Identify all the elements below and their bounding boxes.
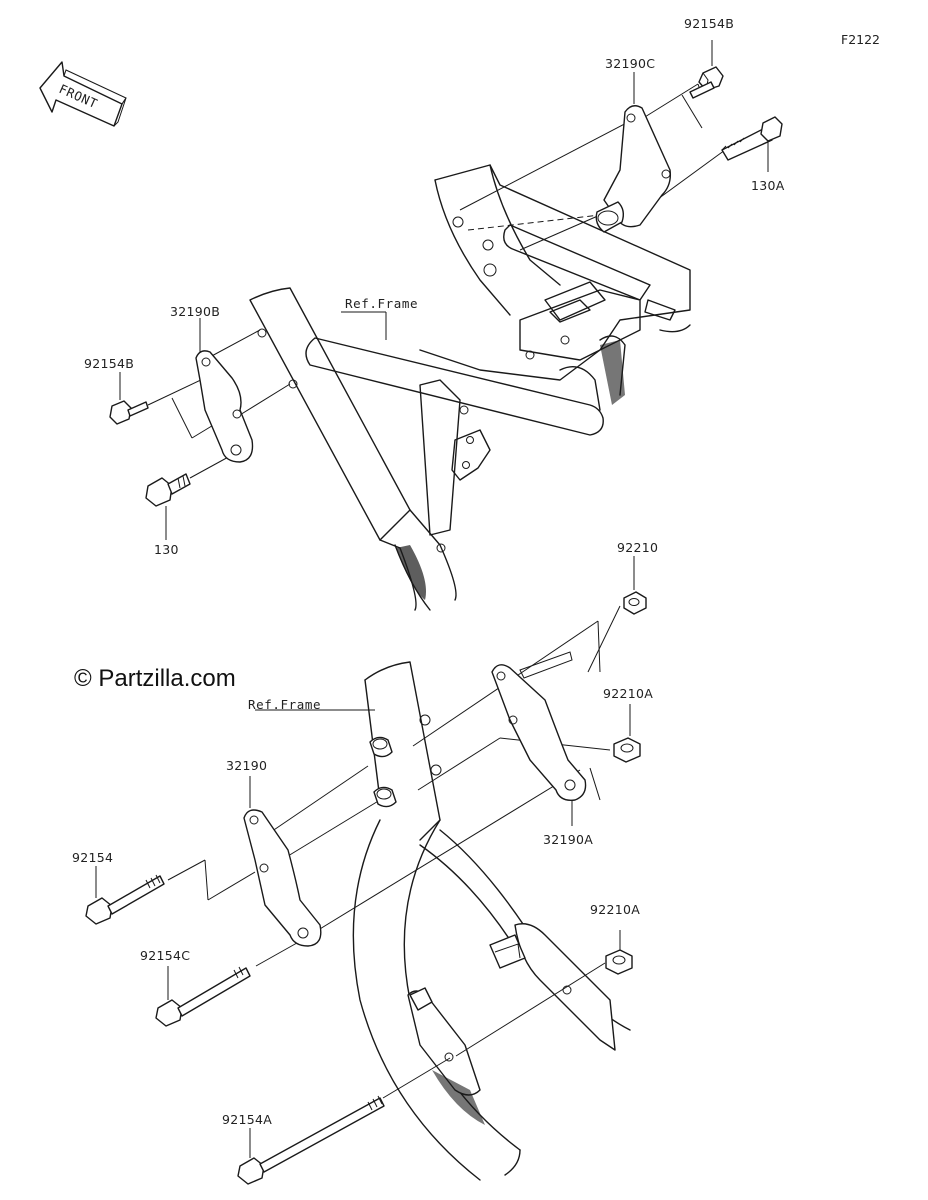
front-arrow-icon: FRONT	[39, 61, 127, 127]
label-130: 130	[154, 542, 179, 557]
label-ref-frame-bottom: Ref.Frame	[248, 697, 321, 712]
label-92210A-lower: 92210A	[590, 902, 640, 917]
nut-92210A-upper	[613, 704, 641, 763]
watermark: © Partzilla.com	[74, 665, 236, 692]
frame-hole	[288, 379, 298, 389]
bolt-130	[145, 473, 191, 540]
plate-32190B	[195, 318, 254, 463]
collars	[369, 714, 442, 808]
label-32190A: 32190A	[543, 832, 593, 847]
lower-leaders	[167, 605, 621, 1099]
label-92154B-left: 92154B	[84, 356, 134, 371]
figure-code: F2122	[841, 32, 880, 47]
frame-hole	[257, 328, 267, 338]
label-92154A: 92154A	[222, 1112, 272, 1127]
bolt-92154A	[237, 1095, 385, 1185]
label-32190: 32190	[226, 758, 267, 773]
label-92154: 92154	[72, 850, 113, 865]
nut-92210	[623, 556, 647, 615]
label-92210A-upper: 92210A	[603, 686, 653, 701]
label-130A: 130A	[751, 178, 785, 193]
bolt-92154C	[155, 966, 251, 1027]
label-92210: 92210	[617, 540, 658, 555]
lower-frame	[352, 661, 631, 1181]
label-32190B: 32190B	[170, 304, 220, 319]
part-labels: 92154B 32190C 130A Ref.Frame 32190B 9215…	[72, 16, 785, 1127]
plate-32190	[243, 776, 322, 947]
plate-32190A	[491, 651, 587, 826]
plate-32190C	[595, 72, 672, 233]
label-ref-frame-top: Ref.Frame	[345, 296, 418, 311]
label-32190C: 32190C	[605, 56, 655, 71]
bolt-130A	[721, 116, 783, 172]
nut-92210A-lower	[605, 949, 633, 975]
label-92154B-top: 92154B	[684, 16, 734, 31]
bolt-92154B-left	[109, 372, 149, 425]
label-92154C: 92154C	[140, 948, 190, 963]
upper-frame	[249, 164, 691, 611]
bolt-92154	[85, 866, 165, 925]
bolt-92154B-top	[689, 40, 724, 99]
